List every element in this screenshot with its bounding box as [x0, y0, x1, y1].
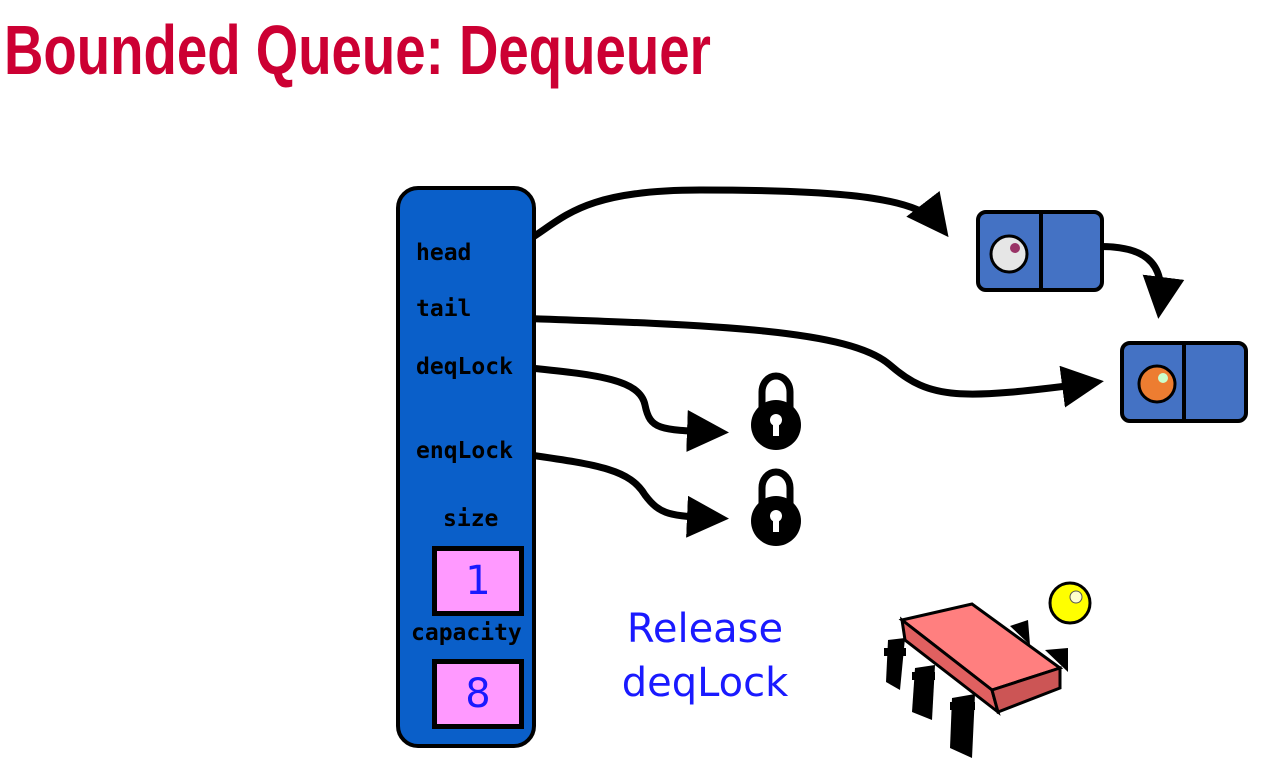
page-title: Bounded Queue: Dequeuer: [4, 11, 711, 89]
padlock-icon: [751, 468, 801, 546]
thread-bug-icon: [884, 602, 1068, 758]
list-node-sentinel: [976, 210, 1104, 292]
step-annotation: Release deqLock: [600, 602, 810, 710]
padlock-icon: [751, 372, 801, 450]
token-ball-icon: [1048, 581, 1092, 625]
tail-pointer-arrow: [511, 314, 1104, 408]
step-annotation-line2: deqLock: [621, 660, 789, 706]
capacity-value-box: 8: [432, 659, 524, 729]
field-enqlock: enqLock: [416, 438, 513, 464]
list-node-item: [1120, 341, 1248, 423]
size-value-box: 1: [432, 546, 524, 616]
enqlock-pointer-arrow: [529, 451, 729, 538]
step-annotation-line1: Release: [626, 606, 784, 652]
field-tail: tail: [416, 296, 472, 322]
field-capacity: capacity: [411, 620, 522, 646]
field-head: head: [416, 240, 472, 266]
field-deqlock: deqLock: [416, 354, 513, 380]
deqlock-pointer-arrow: [529, 364, 729, 452]
queue-object: [396, 186, 536, 748]
head-pointer-arrow: [506, 186, 949, 254]
field-size: size: [443, 506, 499, 532]
